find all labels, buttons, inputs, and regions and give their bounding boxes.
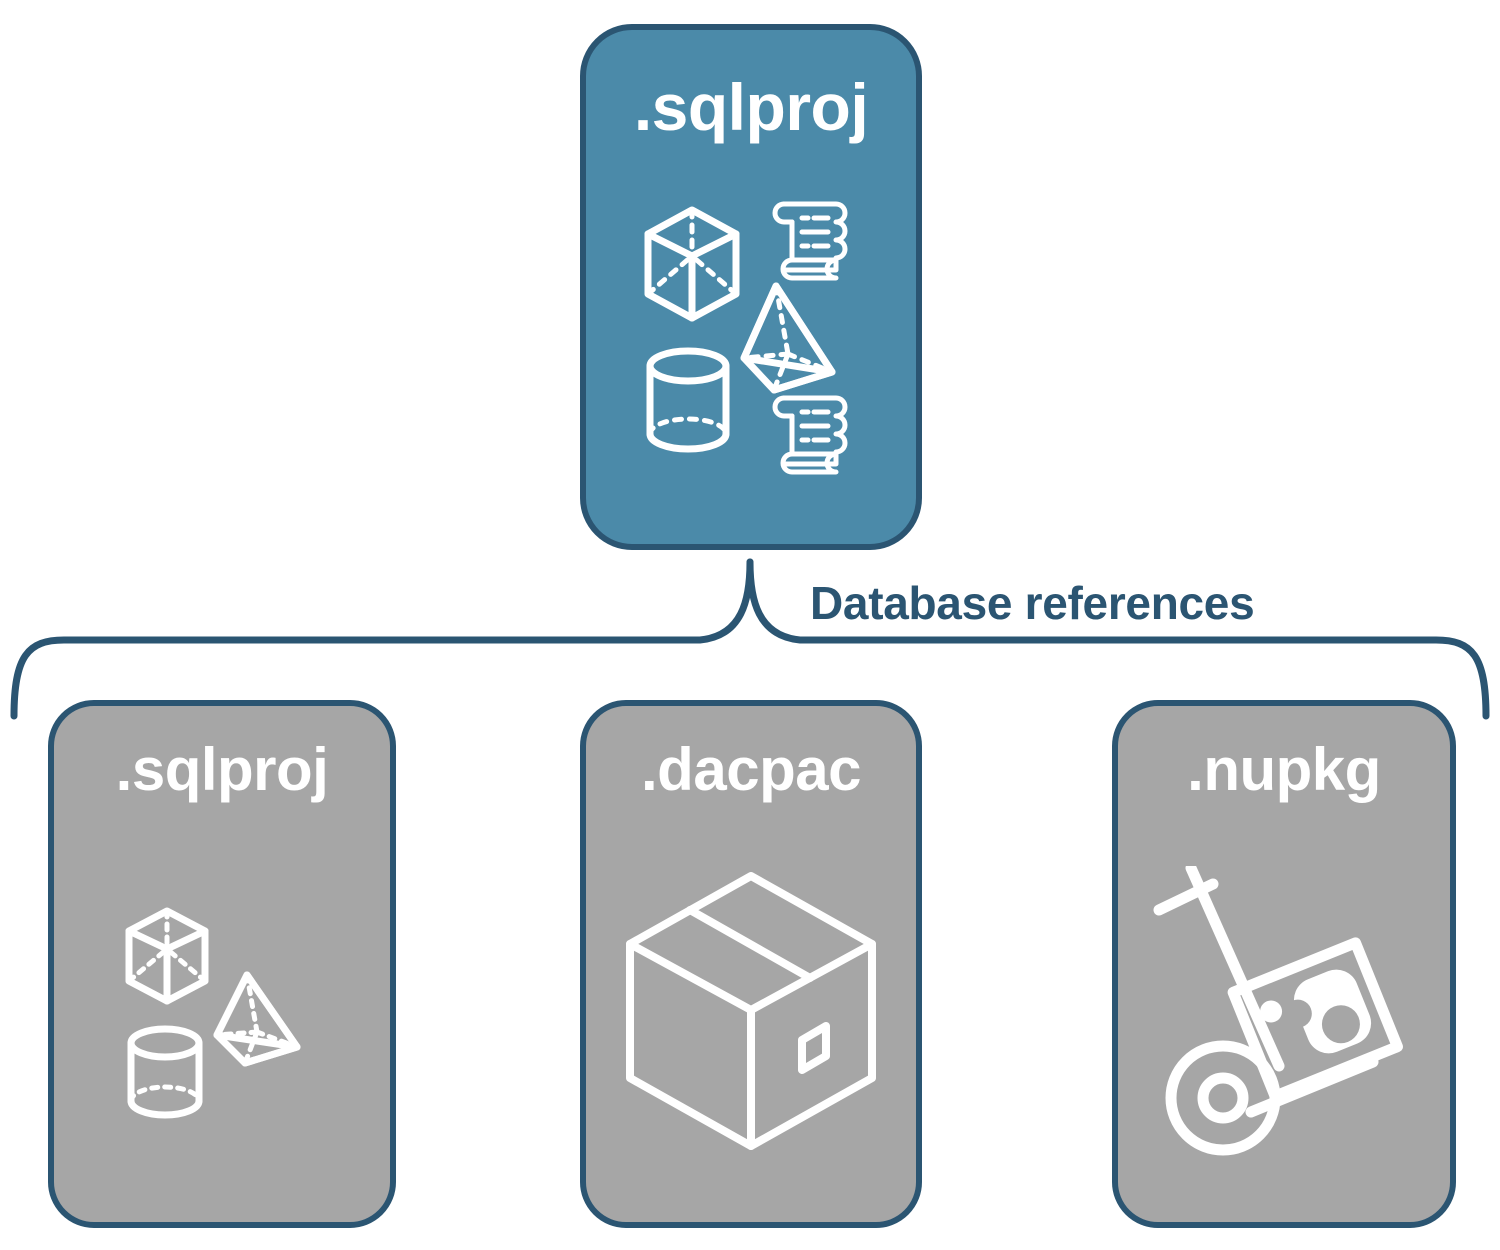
reference-card-artwork [1118, 800, 1450, 1222]
reference-card-title: .sqlproj [115, 736, 329, 803]
pyramid-wireframe-icon [740, 282, 836, 394]
database-objects-and-scripts-illustration [644, 201, 848, 475]
reference-card-title: .dacpac [641, 736, 861, 803]
root-card-artwork [586, 134, 916, 544]
connector-label: Database references [810, 577, 1255, 629]
cylinder-wireframe-icon [646, 347, 730, 453]
pyramid-wireframe-icon [213, 971, 301, 1067]
shipping-box-icon [626, 872, 876, 1150]
reference-card-nupkg[interactable]: .nupkg [1112, 700, 1456, 1228]
reference-card-dacpac[interactable]: .dacpac [580, 700, 922, 1228]
reference-card-sqlproj[interactable]: .sqlproj [48, 700, 396, 1228]
reference-card-artwork [586, 800, 916, 1222]
cube-wireframe-icon [125, 907, 209, 1005]
hand-truck-package-icon [1153, 866, 1403, 1156]
database-objects-illustration [125, 907, 301, 1119]
script-scroll-icon [772, 395, 848, 475]
cylinder-wireframe-icon [127, 1025, 203, 1119]
root-card-title: .sqlproj [633, 70, 869, 144]
reference-card-artwork [54, 810, 390, 1222]
cube-wireframe-icon [644, 206, 740, 322]
script-scroll-icon [772, 201, 848, 281]
root-sqlproj-card[interactable]: .sqlproj [580, 24, 922, 550]
reference-card-title: .nupkg [1187, 736, 1381, 803]
